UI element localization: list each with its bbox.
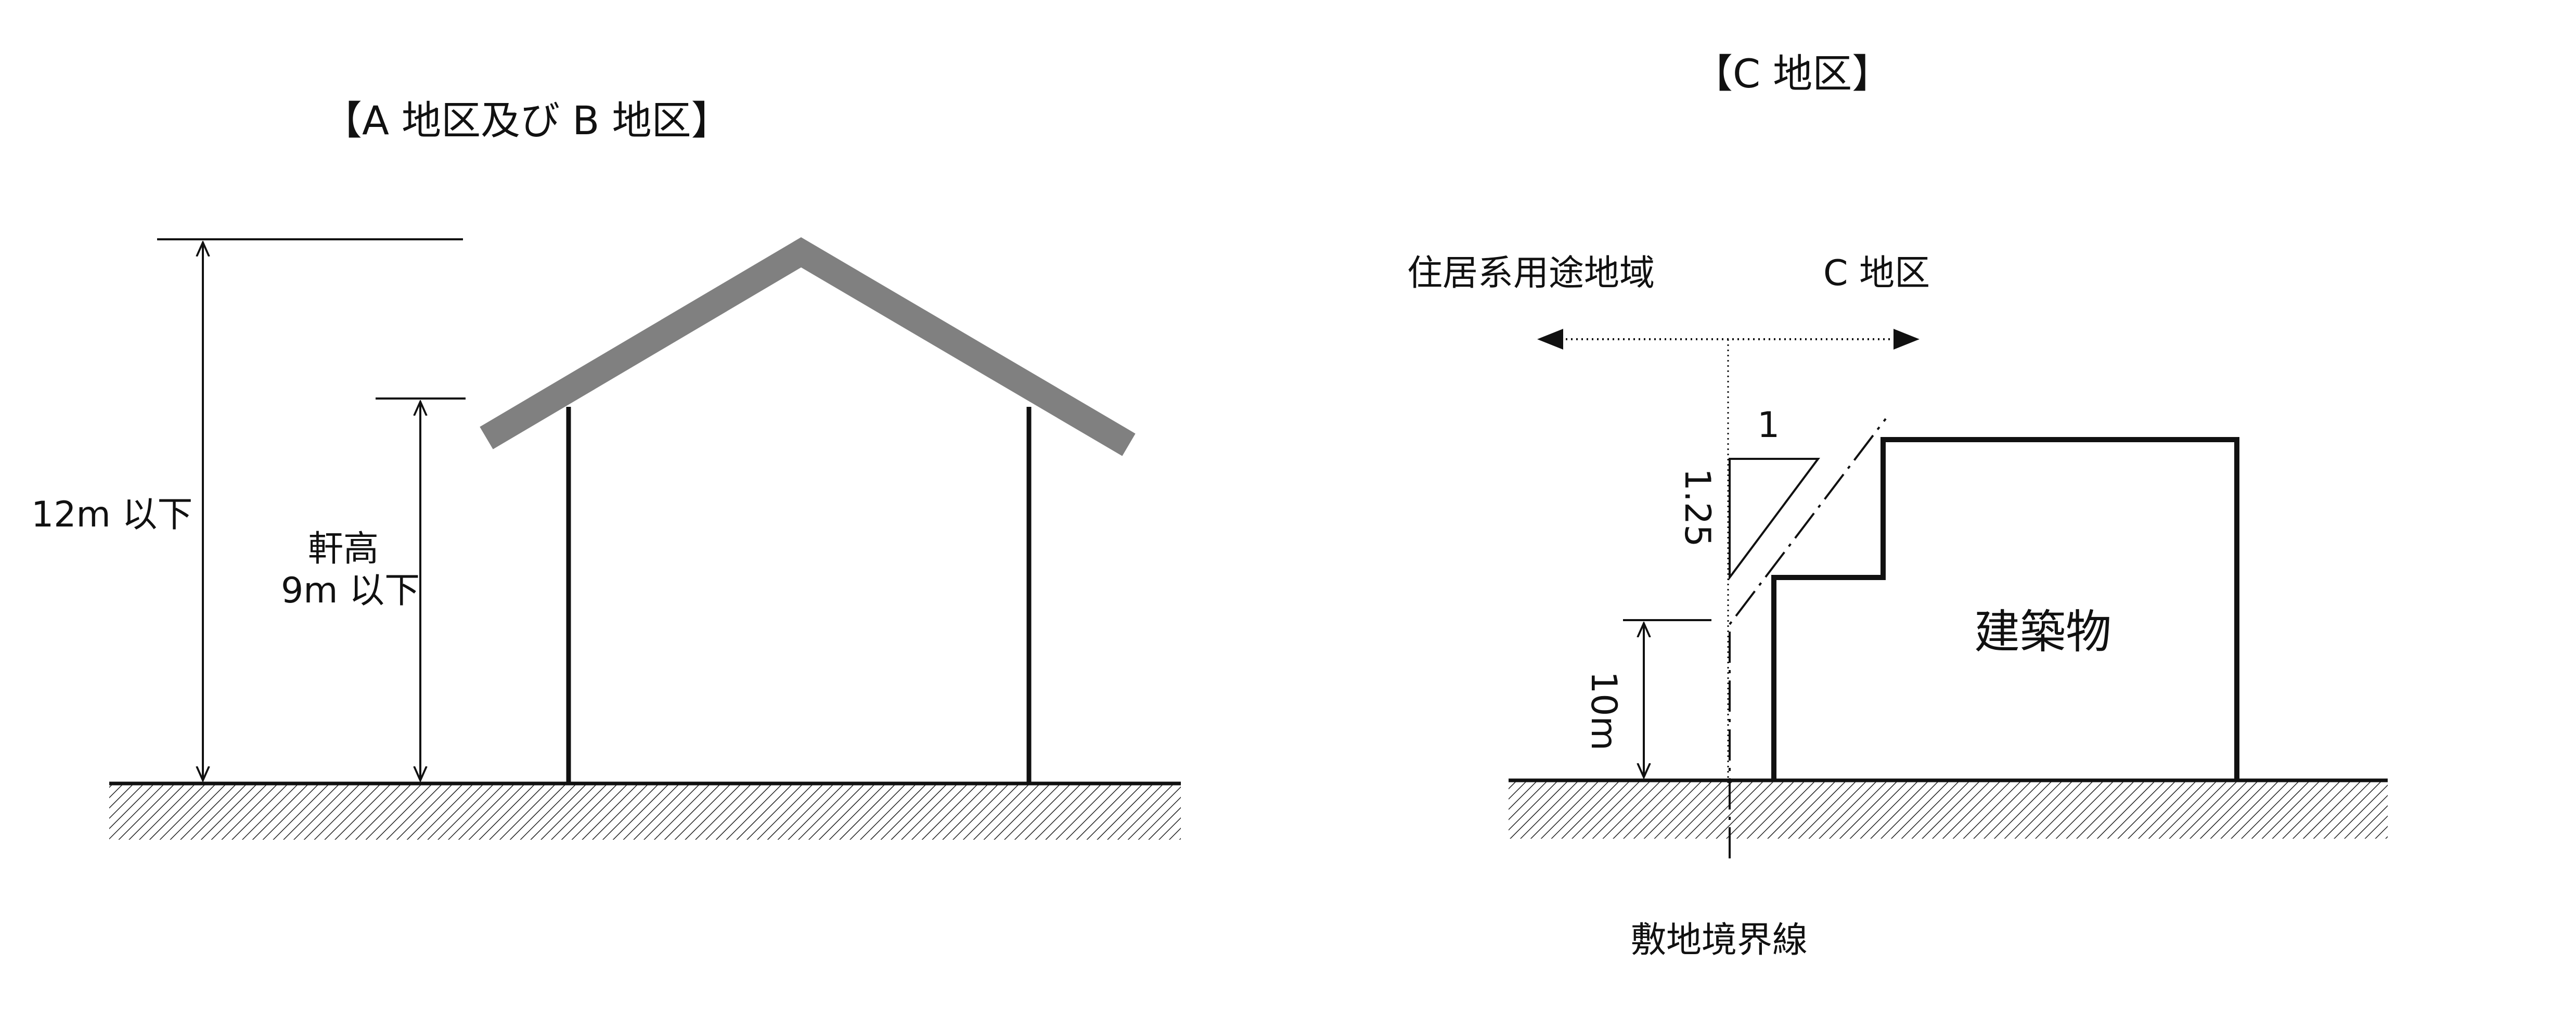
right-panel: 【C 地区】 住居系用途地域 C 地区 建築物 1 1.25 10m 敷地境界線 — [1407, 50, 2388, 961]
slope-triangle — [1729, 458, 1820, 581]
left-ground-hatch — [109, 783, 1181, 840]
slope-run-label: 1 — [1757, 405, 1780, 446]
eave-label-line2: 9m 以下 — [281, 570, 420, 611]
slope-rise-label: 1.25 — [1677, 468, 1718, 547]
c-district-label: C 地区 — [1823, 253, 1930, 294]
left-panel: 【A 地区及び B 地区】 12m 以下 軒高 9m 以下 — [31, 97, 1181, 840]
left-panel-title: 【A 地区及び B 地区】 — [323, 97, 731, 144]
eave-label-line1: 軒高 — [308, 529, 379, 570]
building-label: 建築物 — [1974, 605, 2111, 659]
building-outline — [1771, 437, 2239, 780]
right-ground-hatch — [1509, 780, 2388, 839]
max-height-label: 12m 以下 — [31, 494, 192, 535]
site-boundary-label: 敷地境界線 — [1631, 920, 1808, 961]
right-panel-title: 【C 地区】 — [1693, 50, 1891, 97]
ten-m-label: 10m — [1583, 671, 1624, 751]
residential-zone-label: 住居系用途地域 — [1407, 253, 1655, 294]
slope-limit-line — [1729, 418, 1887, 858]
house-roof — [480, 237, 1136, 456]
